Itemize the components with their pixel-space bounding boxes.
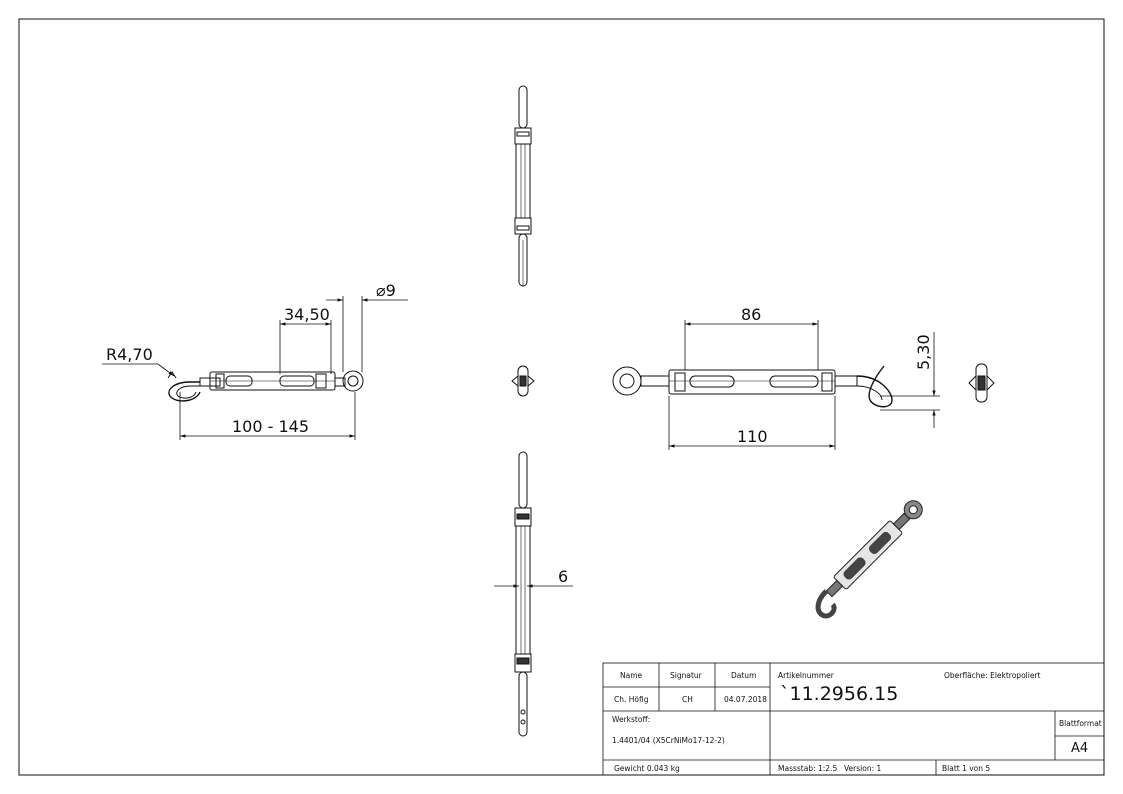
sheet-format-value: A4 (1071, 741, 1088, 756)
end-view-center (511, 365, 535, 397)
sheet-format-label: Blattformat (1059, 719, 1102, 728)
value-datum: 04.07.2018 (724, 695, 767, 704)
value-signatur: CH (682, 695, 693, 704)
header-name: Name (620, 671, 643, 680)
sheet-border (18, 18, 1105, 776)
material-label: Werkstoff: (612, 715, 650, 724)
artikel-number: `11.2956.15 (780, 683, 898, 705)
front-view-right (612, 365, 893, 408)
front-view-left (167, 370, 364, 402)
dim-length-range: 100 - 145 (232, 417, 309, 436)
header-datum: Datum (731, 671, 756, 680)
dim-eye-diameter: ⌀9 (376, 281, 396, 300)
material-value: 1.4401/04 (X5CrNiMo17-12-2) (612, 736, 725, 745)
top-view-vertical (514, 85, 532, 287)
version: Version: 1 (844, 764, 881, 773)
end-view-right (968, 363, 995, 403)
sheet-number: Blatt 1 von 5 (942, 764, 990, 773)
dim-thickness: 6 (558, 567, 568, 586)
front-view-left-dims (102, 296, 408, 440)
scale: Massstab: 1:2.5 (778, 764, 837, 773)
dim-slot-length: 34,50 (284, 305, 330, 324)
weight: Gewicht 0.043 kg (614, 764, 680, 773)
isometric-view (815, 500, 923, 619)
front-view-right-dims (668, 320, 940, 450)
title-block (602, 662, 1105, 776)
surface-finish: Oberfläche: Elektropoliert (944, 671, 1041, 680)
dim-body-length: 86 (741, 305, 761, 324)
header-signatur: Signatur (670, 671, 703, 680)
dim-total-length: 110 (737, 427, 768, 446)
artikel-label: Artikelnummer (778, 671, 835, 680)
dim-hook-radius: R4,70 (106, 345, 153, 364)
dim-hook-gap: 5,30 (914, 334, 933, 370)
bottom-view-vertical (514, 451, 532, 737)
value-name: Ch. Höfig (614, 695, 649, 704)
